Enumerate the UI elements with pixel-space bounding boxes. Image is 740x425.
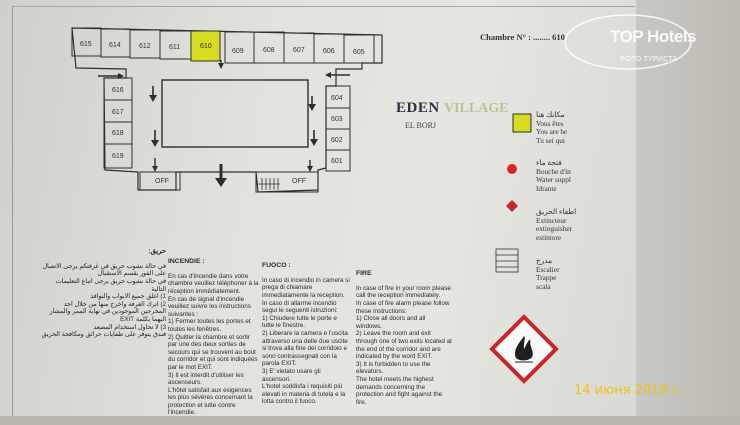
room-label-609: 609 (232, 48, 244, 55)
photo-date-stamp: 14 июня 2019 г. (574, 383, 683, 398)
room-label-604: 604 (331, 95, 343, 102)
instructions-arabic: حريق: في حالة نشوب حريق في غرفتكم يرجى ا… (40, 240, 166, 346)
you-are-here-icon (512, 113, 532, 133)
instructions-italian-title: FUOCO : (262, 261, 291, 269)
room-label-602: 602 (331, 137, 343, 144)
stairs-legend-icon (495, 248, 519, 273)
top-left-rooms (71, 27, 221, 62)
instructions-arabic-body: في حالة نشوب حريق في غرفتكم يرجى الاتصال… (41, 262, 166, 339)
room-label-616: 616 (112, 87, 124, 94)
highlighted-room (190, 30, 221, 62)
hydrant-icon (507, 164, 517, 174)
evacuation-arrows (98, 60, 350, 187)
top-right-rooms (224, 31, 375, 64)
watermark-subtitle: ФОТО ТУРИСТА (620, 56, 678, 63)
instructions-english-body: In case of fire in your room please call… (356, 284, 452, 406)
legend-stairs: مدرج Escalier Trappe scala (536, 256, 560, 291)
room-label-617: 617 (112, 109, 124, 116)
room-label-603: 603 (331, 116, 343, 123)
legend-you-are-here: مكانك هنا Vous êtes You are he Tu sei qu… (536, 110, 568, 145)
room-label-612: 612 (139, 43, 151, 50)
extinguisher-icon (506, 200, 518, 212)
instructions-french-body: En cas d'incendie dans votre chambre veu… (168, 272, 259, 417)
room-label-610: 610 (200, 43, 212, 50)
stairs-icon (258, 178, 280, 190)
room-label-618: 618 (112, 130, 124, 137)
instructions-french: INCENDIE : En cas d'incendie dans votre … (168, 250, 260, 425)
room-label-615: 615 (80, 41, 92, 48)
hotel-logo-subtitle: EL BORJ (405, 121, 437, 130)
hotel-logo-village: VILLAGE (444, 101, 509, 116)
floor-plan: 615 614 612 611 610 609 608 607 606 605 … (71, 14, 692, 384)
off-label-right: OFF (292, 178, 306, 185)
instructions-italian-body: In caso di incendio in camera si prega d… (262, 276, 350, 406)
watermark-badge (564, 14, 692, 70)
room-label-619: 619 (112, 153, 124, 160)
room-number-label: Chambre N° : ........ 610 (480, 32, 565, 42)
room-label-606: 606 (323, 48, 335, 55)
central-courtyard (161, 79, 309, 148)
room-label-605: 605 (353, 49, 365, 56)
watermark-brand: TOP Hotels (610, 27, 697, 46)
right-rooms (325, 85, 351, 172)
legend-extinguisher: اطفاء الحريق Extincteur extinguisher est… (536, 207, 577, 242)
sheet-border (12, 6, 635, 417)
room-label-608: 608 (263, 47, 275, 54)
instructions-english-title: FIRE (356, 269, 372, 277)
instructions-italian: FUOCO : In caso di incendio in camera si… (262, 254, 350, 413)
instructions-french-title: INCENDIE : (168, 257, 205, 265)
legend-hydrant: فتحة ماء Bouche d'in Water suppl Idrante (536, 158, 571, 193)
off-room-left (139, 171, 181, 191)
hotel-logo-brand: EDEN (396, 100, 440, 116)
off-label-left: OFF (155, 178, 169, 185)
instructions-english: FIRE In case of fire in your room please… (356, 262, 452, 414)
room-label-601: 601 (331, 158, 343, 165)
wall-background (636, 0, 740, 416)
instructions-arabic-title: حريق: (148, 247, 166, 255)
room-label-614: 614 (109, 42, 121, 49)
off-room-right (255, 171, 319, 193)
room-label-607: 607 (293, 47, 305, 54)
flammable-hazard-icon (489, 314, 559, 384)
room-label-611: 611 (169, 44, 180, 51)
